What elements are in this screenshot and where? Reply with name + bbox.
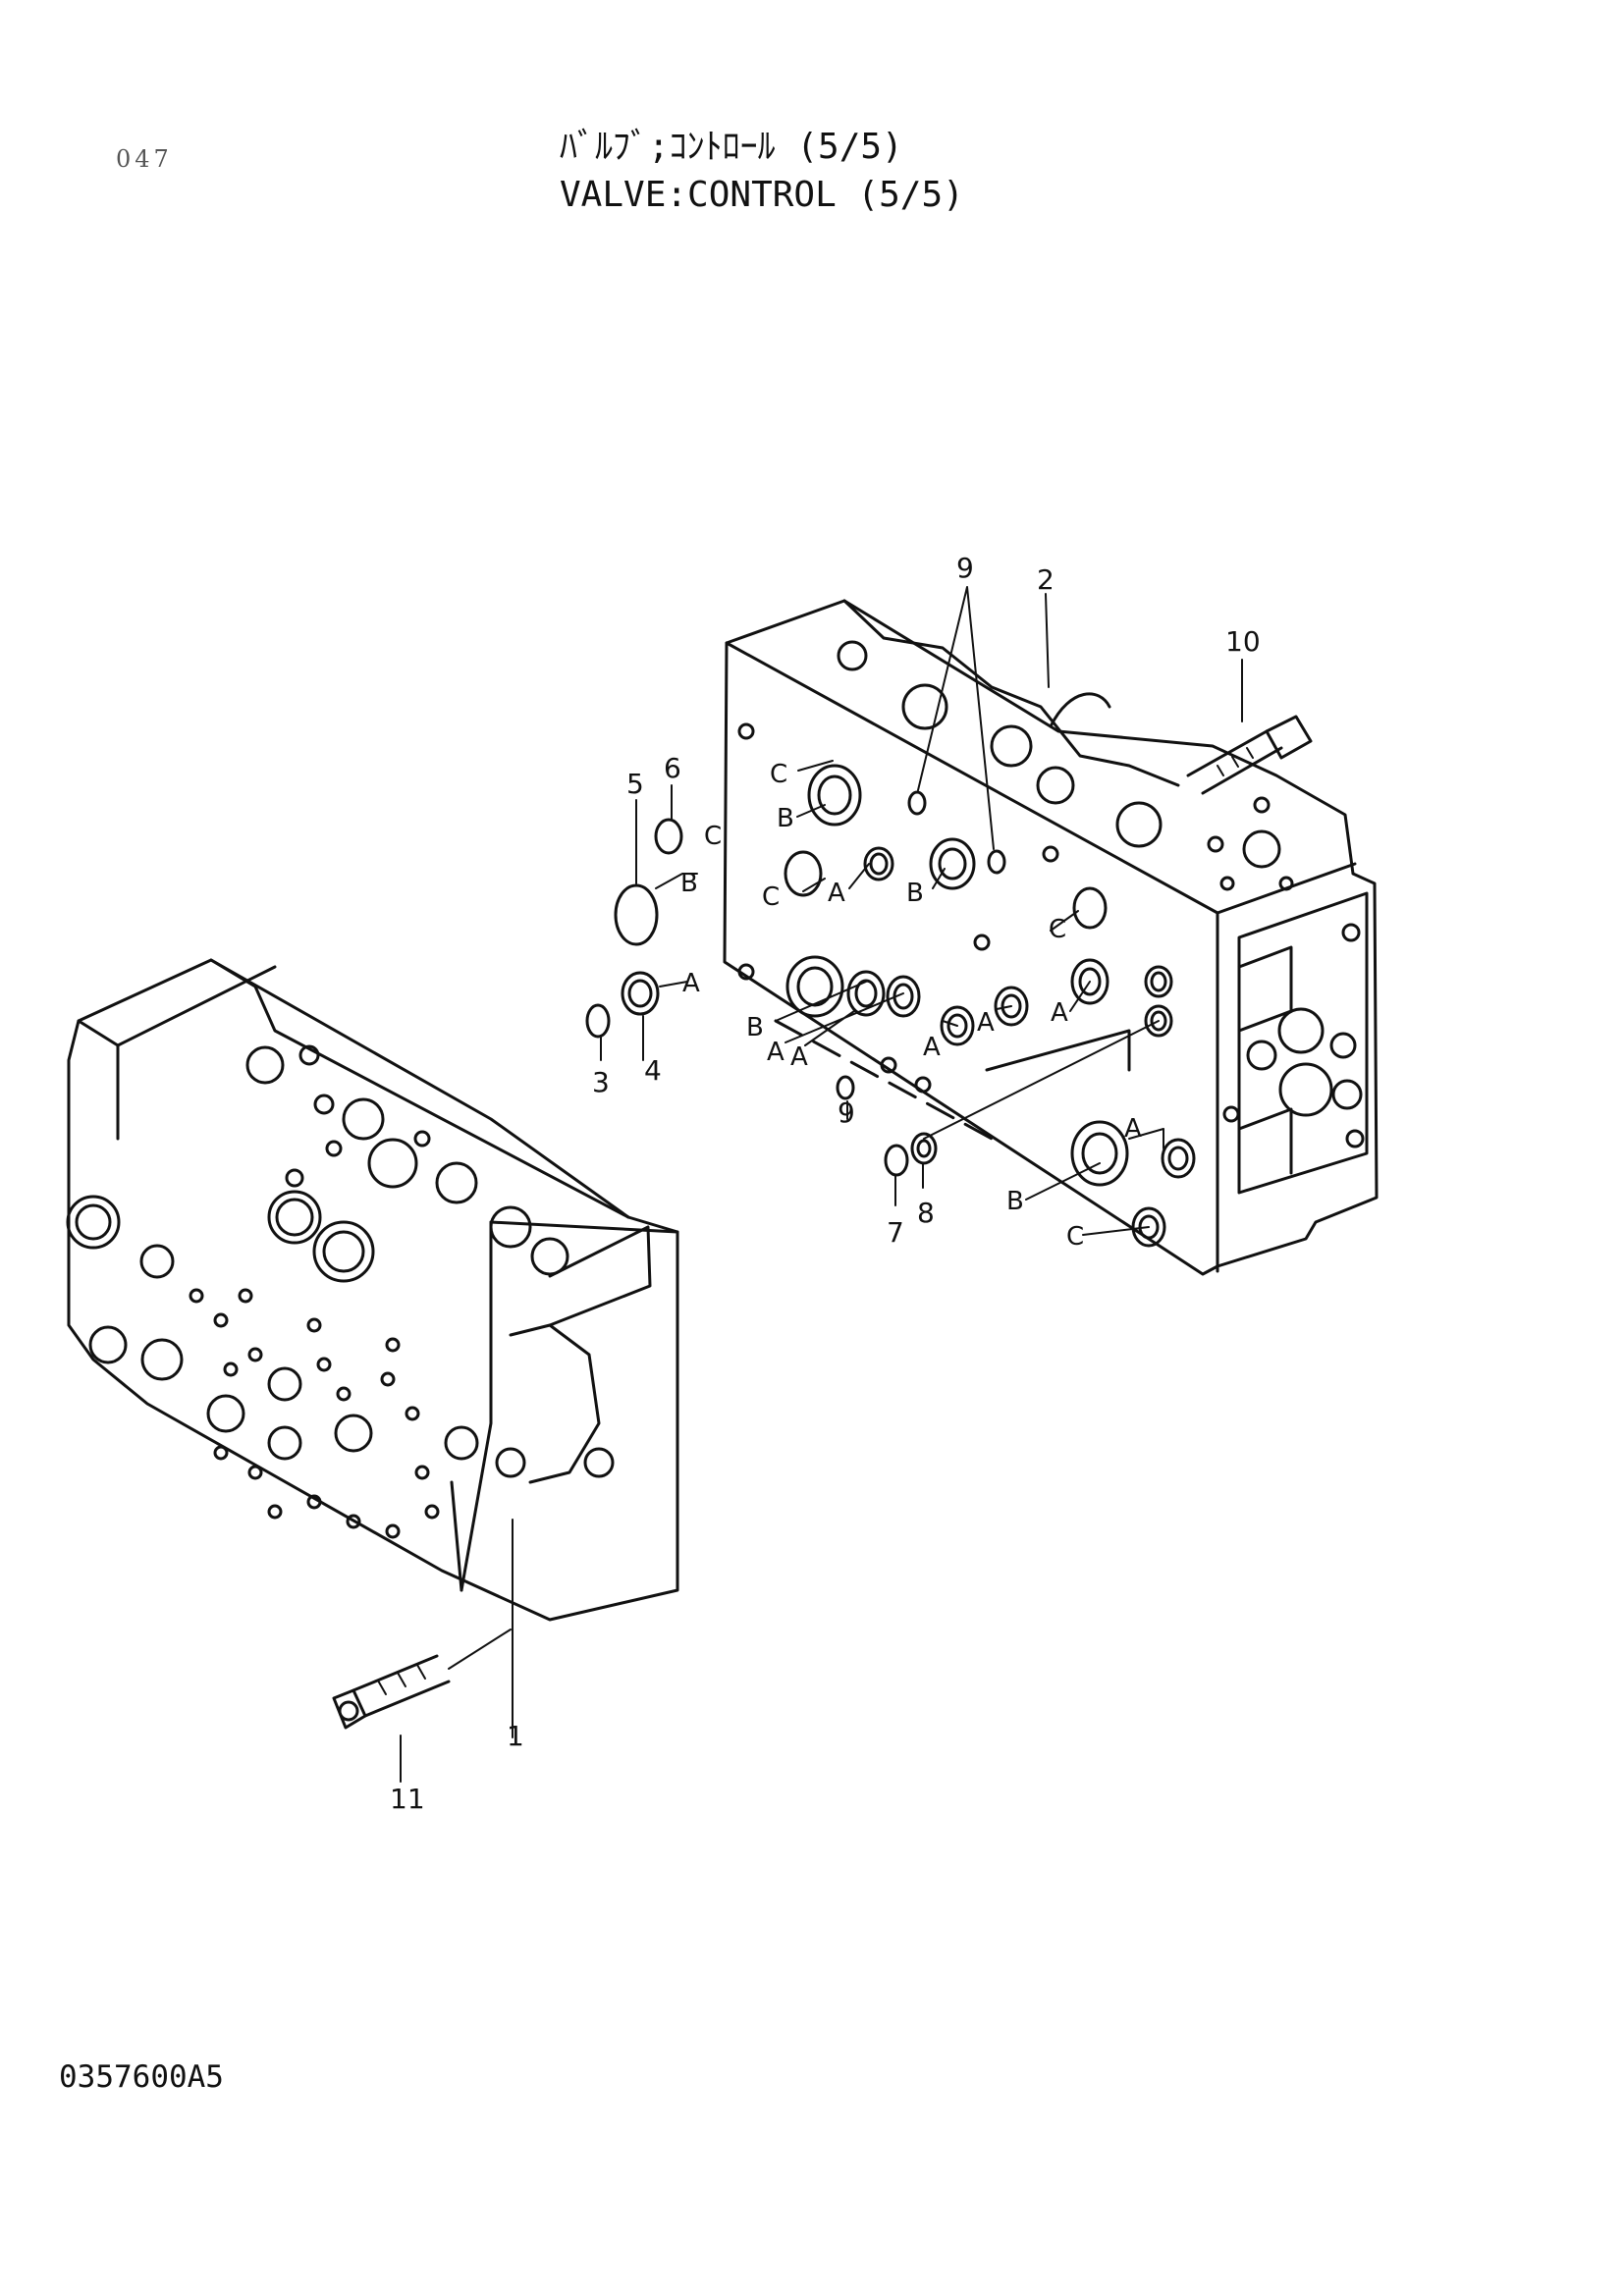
port-label: A (1124, 1114, 1142, 1144)
page-number: 047 (116, 145, 173, 173)
title-english: VALVE:CONTROL (5/5) (560, 175, 964, 215)
port-label: C (762, 882, 780, 912)
port-label: B (1006, 1187, 1024, 1216)
o-ring-9c (836, 1075, 855, 1100)
callout-10: 10 (1225, 625, 1261, 658)
backup-ring-8 (910, 1132, 938, 1165)
port-label: A (923, 1033, 941, 1062)
port-label: C (1066, 1222, 1084, 1252)
port-label: B (906, 879, 924, 908)
callout-1: 1 (507, 1720, 524, 1752)
valve-block-right (723, 599, 1379, 1276)
port-label: A (977, 1008, 995, 1038)
callout-numbers: 1 2 3 4 5 6 7 8 9 9 10 11 (390, 552, 1261, 1815)
o-ring-3 (585, 1003, 611, 1039)
port-label: A (1051, 998, 1068, 1028)
port-letter-labels: C B C A B C C B A B A A A A A A B C (680, 760, 1142, 1252)
o-ring-9a (907, 790, 927, 816)
callout-3: 3 (592, 1066, 610, 1098)
port-label: C (770, 760, 787, 789)
callout-11: 11 (390, 1783, 425, 1815)
callout-8: 8 (917, 1197, 935, 1229)
leader-lines (400, 586, 1243, 1783)
seal-parts (585, 790, 1006, 1177)
o-ring-7 (884, 1144, 909, 1177)
port-label: B (777, 804, 794, 833)
callout-5: 5 (626, 768, 644, 800)
callout-2: 2 (1037, 563, 1055, 596)
backup-ring-4 (621, 971, 660, 1016)
port-label: A (682, 969, 700, 998)
title-japanese: ﾊﾞﾙﾌﾞ;ｺﾝﾄﾛｰﾙ (5/5) (560, 127, 903, 167)
drawing-code: 0357600A5 (59, 2059, 224, 2095)
callout-9-top: 9 (956, 552, 974, 584)
port-label: C (1049, 915, 1066, 944)
callout-9-lower: 9 (838, 1096, 855, 1129)
port-label: A (828, 879, 845, 908)
port-label: B (746, 1013, 764, 1042)
port-label: A (767, 1038, 784, 1067)
o-ring-9b (987, 849, 1006, 875)
port-label: B (680, 869, 698, 898)
callout-4: 4 (644, 1054, 662, 1087)
port-label: A (790, 1042, 808, 1072)
port-label: C (704, 822, 722, 851)
o-ring-5 (614, 883, 659, 946)
callout-6: 6 (664, 752, 681, 784)
valve-block-left (66, 958, 679, 1730)
o-ring-6 (654, 818, 683, 855)
callout-7: 7 (887, 1216, 904, 1249)
